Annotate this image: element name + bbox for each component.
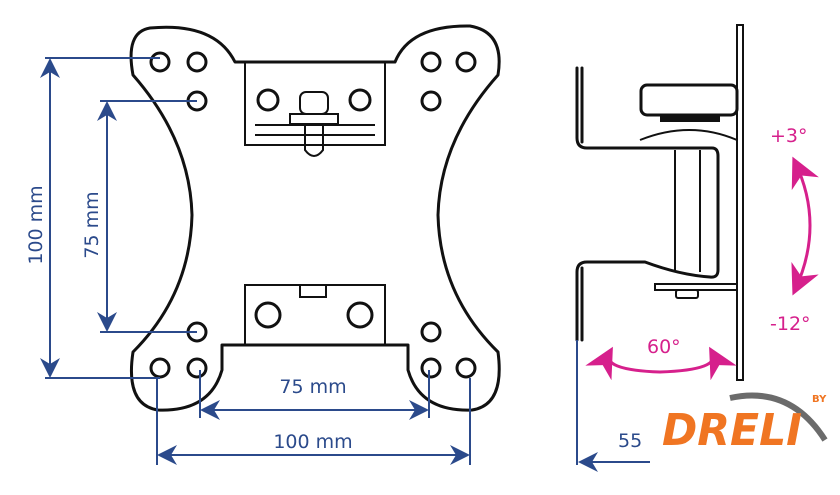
dreli-logo: DRELI BY [662,392,828,456]
dim-vertical-inner: 75 mm [81,191,103,258]
side-view [575,24,744,472]
dim-horizontal-inner: 75 mm [279,376,346,398]
svg-text:BY: BY [812,394,827,405]
tilt-up-label: +3° [770,125,808,147]
dim-horizontal-outer: 100 mm [273,431,352,453]
swivel-label: 60° [647,336,681,358]
tilt-arrow [791,156,819,296]
tilt-down-label: -12° [770,313,811,335]
svg-text:DRELI: DRELI [662,405,802,456]
front-plate [129,24,501,412]
mounting-holes [149,51,477,379]
swivel-arrow [585,346,737,381]
dimension-lines [40,57,471,465]
dim-vertical-outer: 100 mm [25,185,47,264]
wall-distance-label: 55 [618,430,642,452]
